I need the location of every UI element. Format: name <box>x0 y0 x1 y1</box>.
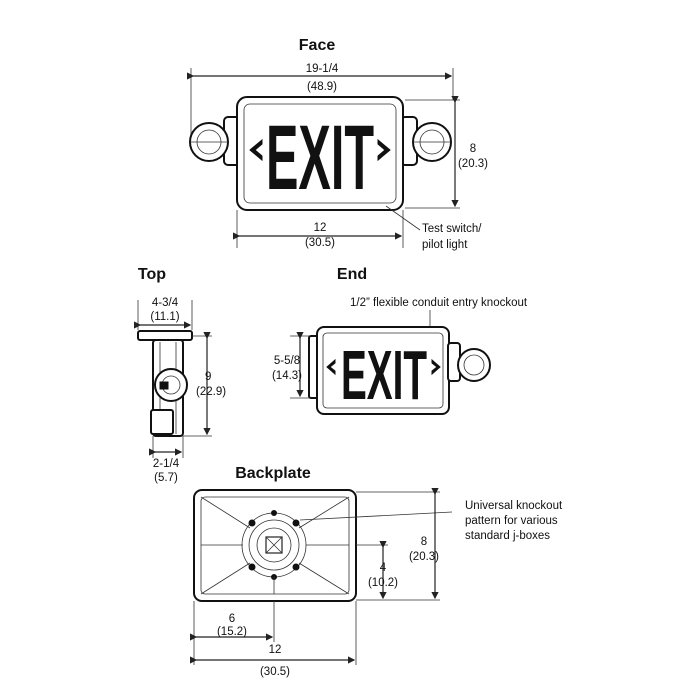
end-view: End 1/2” flexible conduit entry knockout… <box>272 266 528 415</box>
face-title: Face <box>299 37 336 54</box>
backplate-view: Backplate <box>190 465 563 678</box>
backplate-callout-line2: pattern for various <box>465 515 558 527</box>
face-sign-width-dimension: 12 (30.5) <box>233 210 404 249</box>
face-height-in: 8 <box>470 143 476 155</box>
face-right-lamp-icon <box>400 116 452 166</box>
face-height-dimension: 8 (20.3) <box>405 96 488 209</box>
end-right-chevron-icon <box>431 358 441 376</box>
end-left-chevron-icon <box>326 358 336 376</box>
face-height-cm: (20.3) <box>458 158 488 170</box>
backplate-width-cm: (30.5) <box>260 666 290 678</box>
face-view: Face 19-1/4 (48.9) EXIT <box>187 37 488 251</box>
top-base-dimension: 2-1/4 (5.7) <box>149 436 184 484</box>
top-base-cm: (5.7) <box>154 472 178 484</box>
backplate-half-width-in: 6 <box>229 613 235 625</box>
backplate-title: Backplate <box>235 465 311 482</box>
top-base-in: 2-1/4 <box>153 458 180 470</box>
end-exit-text: EXIT <box>341 336 427 414</box>
top-title: Top <box>138 266 166 283</box>
top-depth-in: 4-3/4 <box>152 297 179 309</box>
backplate-half-width-cm: (15.2) <box>217 626 247 638</box>
face-exit-text: EXIT <box>266 107 374 209</box>
backplate-body <box>193 489 357 602</box>
backplate-half-height-in: 4 <box>380 562 387 574</box>
end-lamp-icon <box>447 342 491 382</box>
backplate-width-dimension: 12 (30.5) <box>190 601 357 678</box>
top-length-cm: (22.9) <box>196 386 226 398</box>
backplate-callout-line1: Universal knockout <box>465 500 563 512</box>
top-length-in: 9 <box>205 371 211 383</box>
top-profile-body <box>137 330 193 437</box>
face-width-dimension: 19-1/4 (48.9) <box>187 63 454 145</box>
end-height-cm: (14.3) <box>272 370 302 382</box>
top-view: Top 4-3/4 (11.1) 9 (22.9) <box>134 266 226 484</box>
face-sign-width-in: 12 <box>314 222 327 234</box>
face-sign-body: EXIT <box>236 96 404 211</box>
face-width-in: 19-1/4 <box>306 63 339 75</box>
backplate-half-height-cm: (10.2) <box>368 577 398 589</box>
end-sign-body: EXIT <box>316 326 450 415</box>
backplate-width-in: 12 <box>269 644 282 656</box>
face-test-switch-callout: Test switch/ pilot light <box>385 205 482 251</box>
backplate-height-in: 8 <box>421 536 427 548</box>
backplate-half-width-dimension: 6 (15.2) <box>190 601 275 665</box>
end-height-dimension: 5-5/8 (14.3) <box>272 332 309 399</box>
backplate-height-cm: (20.3) <box>409 551 439 563</box>
top-depth-cm: (11.1) <box>150 311 179 323</box>
face-left-lamp-icon <box>189 116 241 166</box>
face-sign-width-cm: (30.5) <box>305 237 335 249</box>
face-width-cm: (48.9) <box>307 81 337 93</box>
backplate-knockout-callout: Universal knockout pattern for various s… <box>299 500 563 542</box>
end-height-in: 5-5/8 <box>274 355 300 367</box>
backplate-height-dimension: 8 (20.3) <box>356 488 440 601</box>
end-conduit-callout: 1/2” flexible conduit entry knockout <box>350 297 528 309</box>
top-length-dimension: 9 (22.9) <box>183 332 226 437</box>
face-right-chevron-icon <box>377 138 391 162</box>
face-callout-line2: pilot light <box>422 239 468 251</box>
face-callout-line1: Test switch/ <box>422 223 482 235</box>
backplate-half-height-dimension: 4 (10.2) <box>356 541 398 600</box>
face-left-chevron-icon <box>249 138 263 162</box>
top-depth-dimension: 4-3/4 (11.1) <box>134 297 193 330</box>
end-title: End <box>337 266 367 283</box>
backplate-callout-line3: standard j-boxes <box>465 530 550 542</box>
